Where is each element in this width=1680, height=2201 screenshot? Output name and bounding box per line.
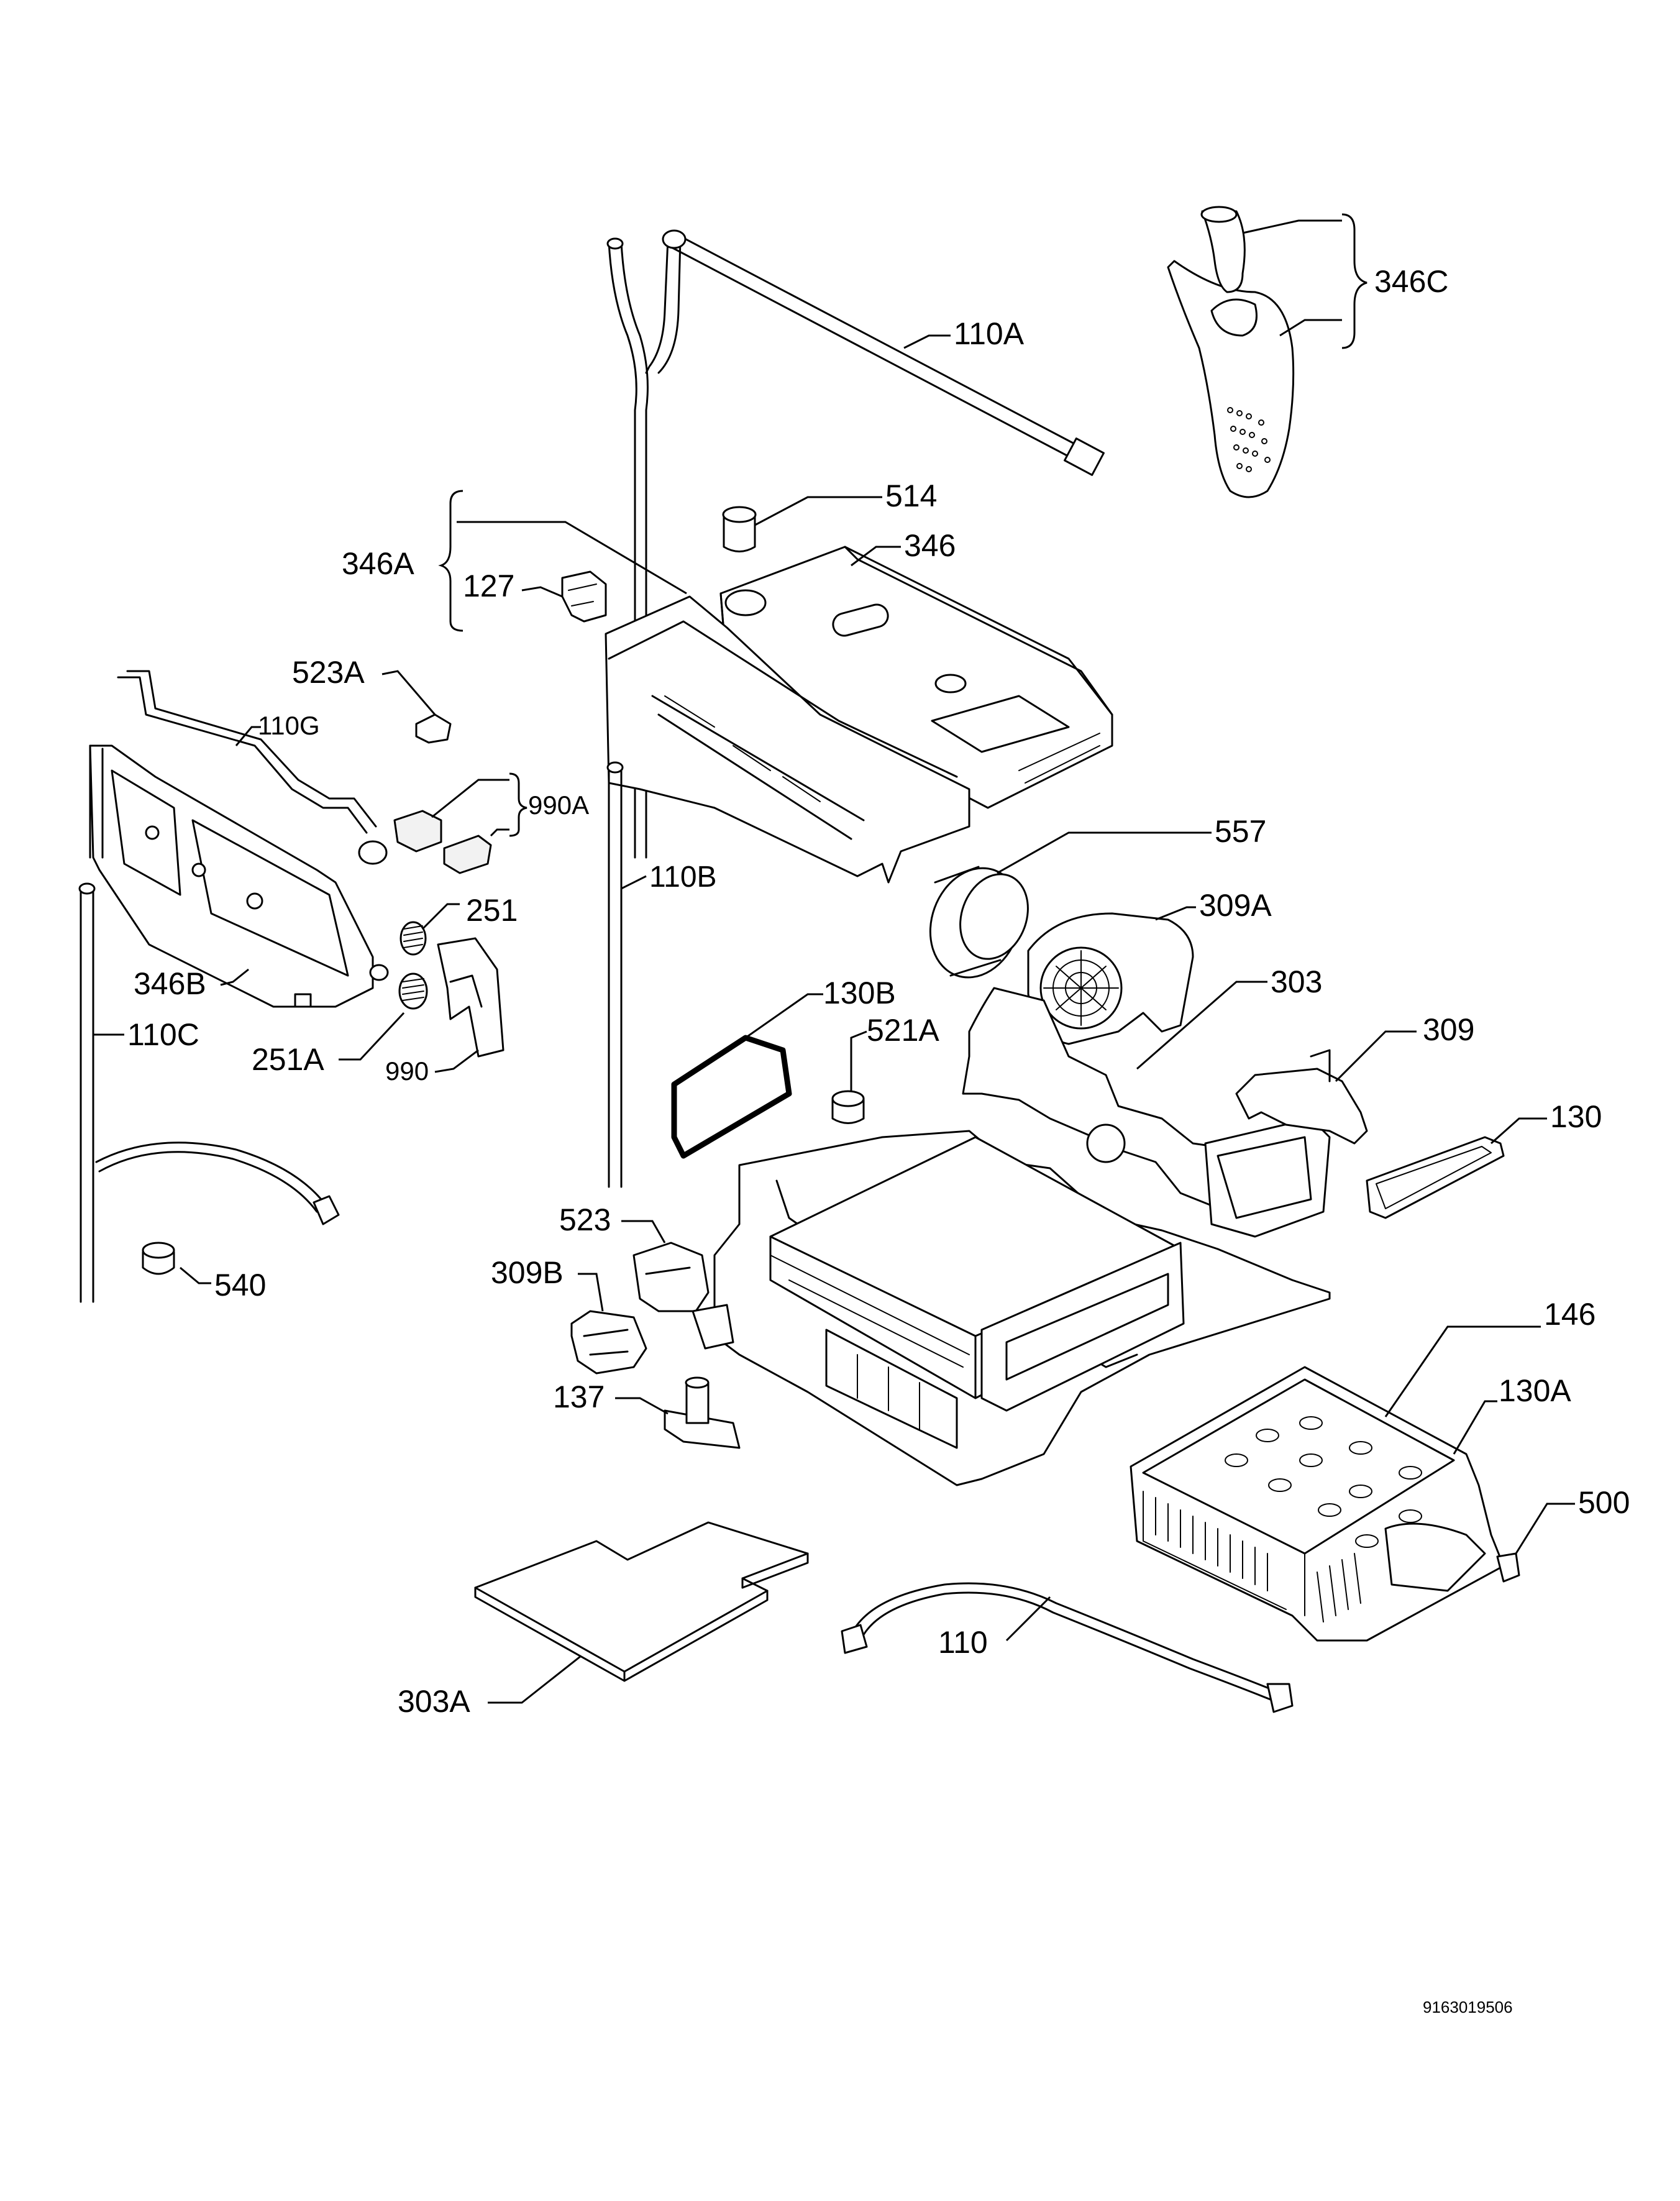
leader-990a-bottom: [490, 828, 509, 837]
brace-346c: [1341, 213, 1367, 349]
label-110b: 110B: [649, 861, 717, 894]
label-309a: 309A: [1199, 888, 1272, 923]
leader-110b: [621, 875, 647, 890]
part-110c-hose: [78, 882, 340, 1303]
part-251a-spring: [398, 972, 428, 1010]
leader-346c-top: [1242, 219, 1342, 234]
label-110: 110: [938, 1625, 988, 1660]
part-146-filter-block: [1130, 1366, 1520, 1642]
leader-110g: [235, 726, 261, 746]
label-990: 990: [385, 1056, 429, 1086]
leader-514: [754, 496, 882, 526]
part-514-cap: [722, 506, 757, 552]
part-521a-cap: [831, 1090, 865, 1124]
label-557: 557: [1215, 814, 1267, 849]
part-346a-container-body: [605, 595, 970, 884]
leader-309a: [1155, 906, 1196, 921]
leader-130b: [745, 993, 823, 1039]
label-514: 514: [885, 478, 938, 513]
brace-346a: [438, 490, 463, 632]
part-127-clip: [561, 570, 607, 623]
label-130b: 130B: [823, 976, 896, 1010]
leader-557: [997, 831, 1212, 874]
leader-251: [421, 903, 460, 930]
label-346b: 346B: [134, 966, 206, 1001]
label-309: 309: [1423, 1012, 1475, 1047]
leader-521a: [850, 1030, 867, 1091]
leader-309b: [578, 1273, 604, 1312]
leader-251a: [339, 1012, 405, 1061]
leader-110: [1005, 1596, 1051, 1642]
label-346: 346: [904, 528, 956, 563]
label-303: 303: [1271, 964, 1323, 999]
part-309a-fan-housing: [1027, 912, 1194, 1045]
part-303-base-frame: [713, 987, 1331, 1486]
label-309b: 309B: [491, 1255, 564, 1290]
part-137-sensor: [664, 1376, 741, 1449]
document-number: 9163019506: [1423, 1998, 1513, 2016]
leader-130: [1491, 1117, 1547, 1145]
leader-523: [621, 1220, 666, 1243]
part-303a-mat: [474, 1521, 809, 1682]
brace-990a: [509, 772, 527, 837]
leader-130a: [1453, 1400, 1497, 1455]
part-557-ring: [929, 866, 1029, 979]
part-309-duct: [1235, 1049, 1368, 1145]
leader-540: [180, 1266, 211, 1284]
label-521a: 521A: [867, 1013, 939, 1048]
label-130a: 130A: [1499, 1373, 1571, 1408]
leader-137: [615, 1397, 669, 1415]
part-346b-panel: [89, 744, 389, 1008]
label-251: 251: [466, 893, 518, 928]
leader-146: [1384, 1325, 1541, 1417]
label-251a: 251A: [252, 1042, 324, 1077]
label-523: 523: [559, 1202, 611, 1237]
leader-303: [1136, 981, 1267, 1070]
label-130: 130: [1550, 1099, 1602, 1134]
part-523-relay: [632, 1242, 734, 1350]
leader-346: [851, 546, 901, 567]
leader-990a-top: [431, 779, 509, 818]
leader-500: [1515, 1503, 1575, 1554]
label-500: 500: [1578, 1485, 1630, 1520]
leader-523a: [381, 670, 436, 715]
part-130b-gasket: [671, 1035, 792, 1159]
leader-303a: [488, 1655, 582, 1704]
label-110a: 110A: [954, 316, 1025, 351]
part-990a-switches: [393, 810, 492, 874]
part-110b-pipe: [606, 761, 624, 1188]
label-110c: 110C: [127, 1017, 199, 1052]
label-523a: 523A: [292, 655, 365, 690]
part-130-gasket: [1366, 1136, 1505, 1219]
leader-309: [1335, 1030, 1417, 1082]
leader-990: [434, 1049, 479, 1073]
label-346a: 346A: [342, 546, 414, 581]
label-303a: 303A: [398, 1684, 470, 1719]
part-990-bracket: [437, 937, 504, 1058]
part-309b-bracket: [570, 1310, 647, 1375]
leader-127: [521, 586, 563, 598]
part-540-cap: [142, 1242, 175, 1275]
label-540: 540: [214, 1268, 267, 1302]
part-251-spring: [399, 921, 427, 956]
part-110a-hose: [606, 229, 1105, 859]
label-110g: 110G: [258, 711, 320, 740]
label-346c: 346C: [1374, 264, 1449, 299]
part-523a-connector: [415, 713, 452, 744]
leader-346b: [220, 968, 249, 986]
leader-346c-bottom: [1279, 319, 1342, 337]
part-110-hose: [841, 1582, 1294, 1713]
label-990a: 990A: [528, 790, 590, 820]
part-110g-hose: [117, 670, 388, 865]
label-127: 127: [463, 569, 515, 603]
part-346c-filter-handle: [1167, 206, 1295, 498]
label-146: 146: [1544, 1297, 1596, 1332]
leader-110a: [903, 334, 951, 349]
label-137: 137: [553, 1380, 605, 1414]
leader-346a: [457, 521, 687, 595]
